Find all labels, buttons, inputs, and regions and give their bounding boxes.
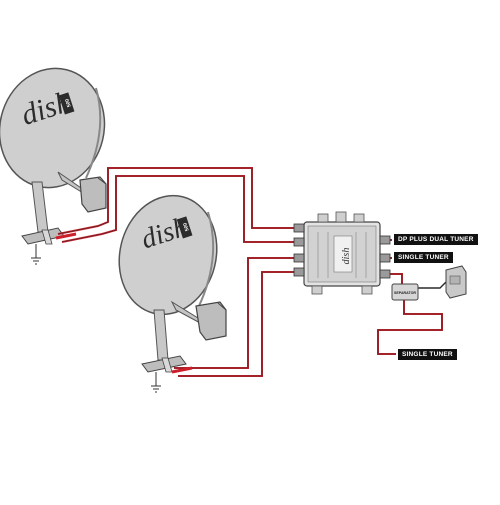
switch-input-2 xyxy=(293,237,305,247)
dish-2-reflector xyxy=(118,194,218,316)
label-single-tuner-1: SINGLE TUNER xyxy=(394,252,453,263)
switch-logo: dish xyxy=(341,248,352,265)
satellite-dish-2: dish 500 xyxy=(118,194,227,393)
switch-input-4 xyxy=(293,267,305,277)
power-inserter xyxy=(445,265,467,299)
dish-switch: dish xyxy=(293,211,391,295)
switch-input-1 xyxy=(293,223,305,233)
dish-2-mast xyxy=(153,309,169,361)
ground-symbol-1 xyxy=(31,244,41,265)
dish-1-badge: 500 xyxy=(64,98,72,108)
dish-2-badge: 500 xyxy=(182,222,190,232)
switch-output-1 xyxy=(379,235,391,245)
cable-out-single-tuner-2 xyxy=(377,300,443,355)
separator: SEPARATOR xyxy=(391,283,419,301)
dish-1-mast xyxy=(31,181,49,233)
switch-output-3 xyxy=(379,269,391,279)
cables xyxy=(55,167,451,377)
ground-symbol-2 xyxy=(151,372,161,393)
label-single-tuner-2: SINGLE TUNER xyxy=(398,349,457,360)
label-dual-tuner: DP PLUS DUAL TUNER xyxy=(394,234,478,245)
switch-input-3 xyxy=(293,253,305,263)
dish-1-lnb xyxy=(79,176,107,213)
separator-label: SEPARATOR xyxy=(394,291,416,295)
switch-output-2 xyxy=(379,253,391,263)
dish-2-lnb xyxy=(195,301,227,341)
satellite-dish-1: dish 500 xyxy=(0,67,107,265)
